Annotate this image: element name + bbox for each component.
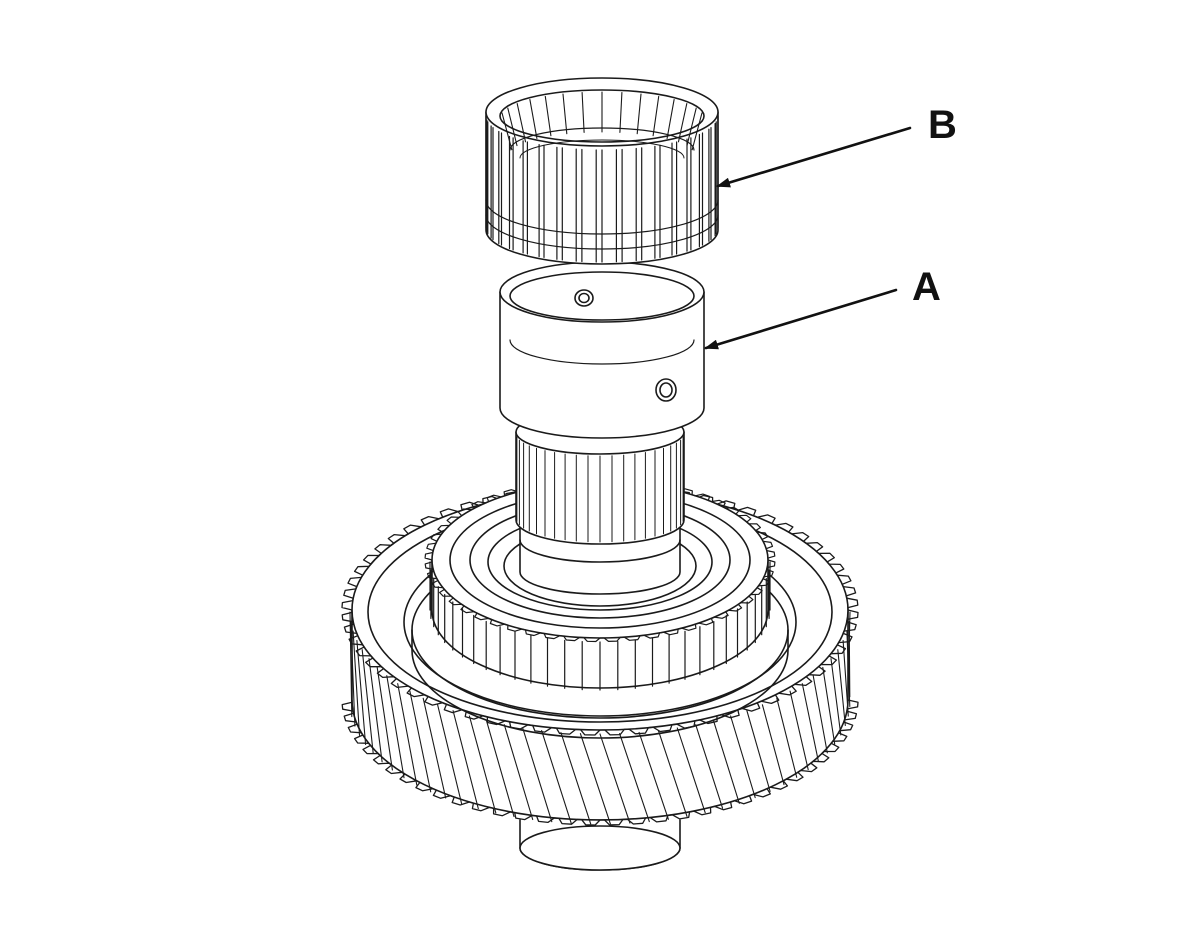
oil-hole <box>574 289 594 307</box>
oil-hole <box>655 378 677 402</box>
callout-b: B <box>716 103 957 188</box>
needle-bearing <box>485 77 719 265</box>
callout-label-a: A <box>912 265 941 309</box>
callout-label-b: B <box>928 103 957 147</box>
leader-line-b <box>716 126 912 188</box>
leader-line-a <box>704 288 898 350</box>
callout-a: A <box>704 265 941 350</box>
collar <box>499 261 705 439</box>
